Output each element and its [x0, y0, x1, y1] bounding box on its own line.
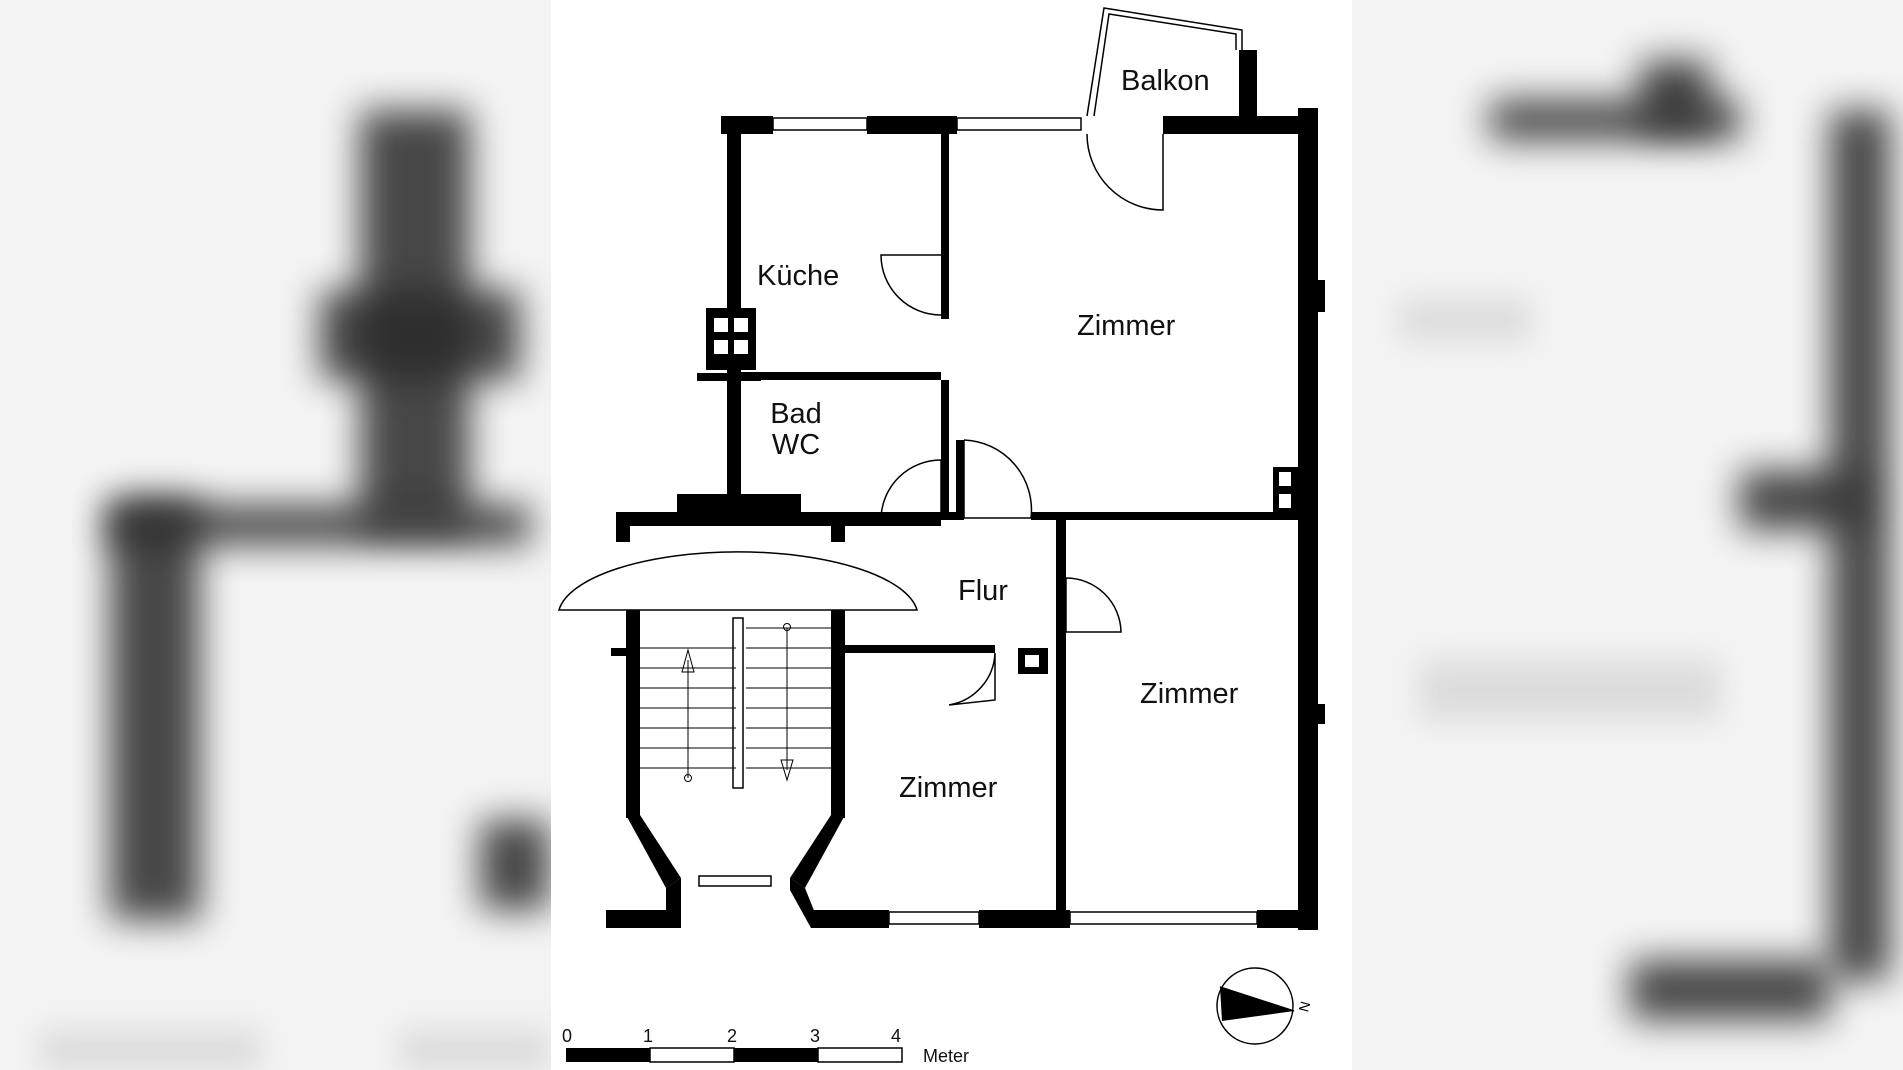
- scale-unit: Meter: [923, 1046, 969, 1066]
- compass-icon: N: [1216, 967, 1313, 1045]
- scale-tick-0: 0: [562, 1026, 572, 1046]
- scale-tick-1: 1: [643, 1026, 653, 1046]
- scale-tick-2: 2: [727, 1026, 737, 1046]
- scale-tick-4: 4: [891, 1026, 901, 1046]
- door-swings: [557, 133, 1164, 706]
- room-label-flur: Flur: [958, 575, 1008, 607]
- room-label-kueche: Küche: [757, 260, 839, 292]
- scale-tick-3: 3: [810, 1026, 820, 1046]
- windows: [698, 117, 1258, 925]
- scale-bar: 0 1 2 3 4 Meter: [562, 1026, 969, 1066]
- kitchen-chimney: [714, 318, 1039, 667]
- walls: [606, 50, 1325, 930]
- room-label-bad: Bad: [770, 398, 822, 430]
- zimmer-chimney: [1273, 467, 1299, 515]
- floor-plan-panel: Balkon Küche Zimmer Bad WC Flur Zimmer Z…: [551, 0, 1352, 1070]
- room-label-zimmer-small: Zimmer: [899, 772, 998, 804]
- compass-north-letter: N: [1295, 1000, 1313, 1014]
- floor-plan: Balkon Küche Zimmer Bad WC Flur Zimmer Z…: [557, 7, 1325, 1066]
- room-label-wc: WC: [772, 429, 820, 461]
- room-label-balkon: Balkon: [1121, 65, 1210, 97]
- staircase: [640, 617, 831, 789]
- room-label-zimmer-large: Zimmer: [1077, 310, 1176, 342]
- balcony: [1086, 7, 1243, 117]
- room-label-zimmer-right: Zimmer: [1140, 678, 1239, 710]
